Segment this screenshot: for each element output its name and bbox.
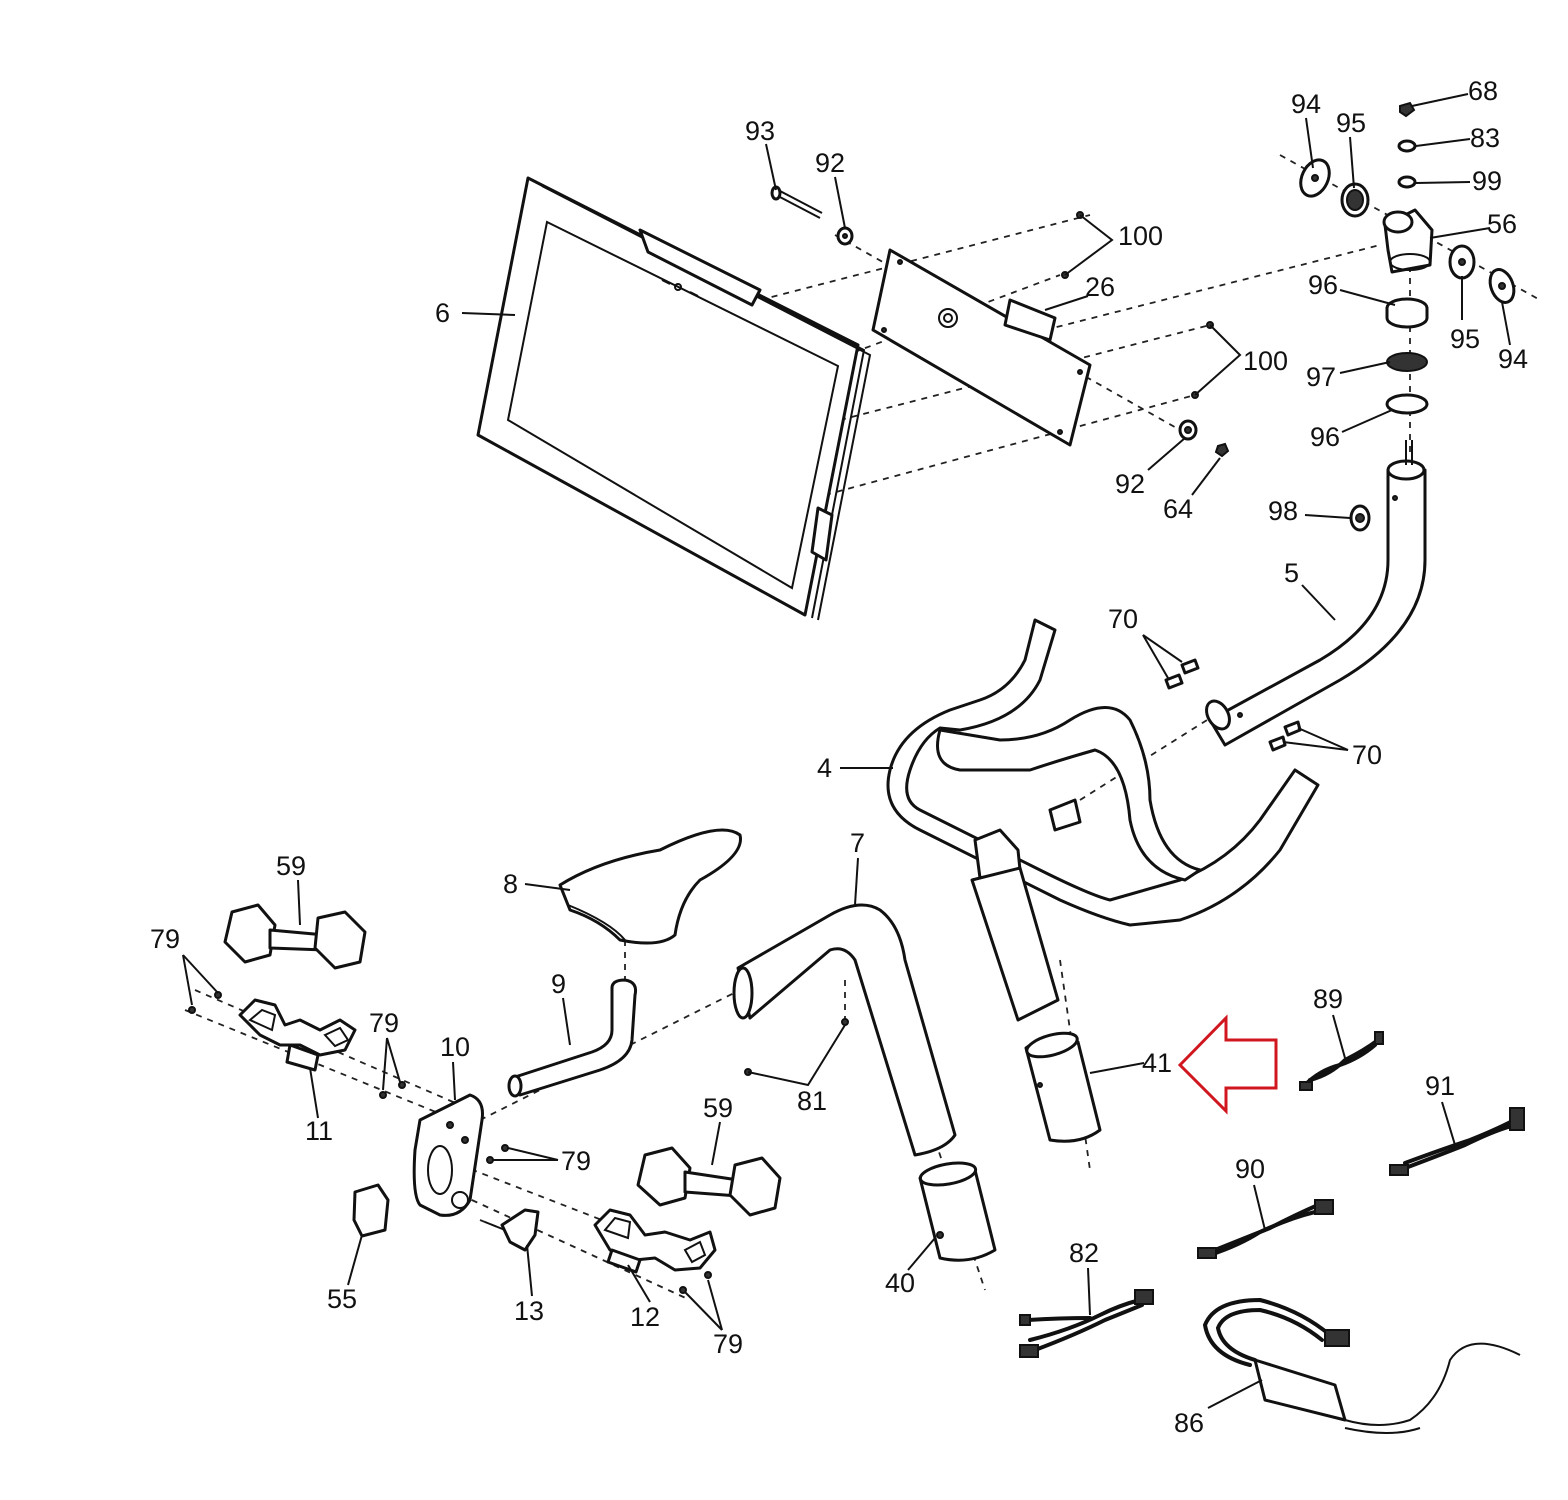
handlebar-part-4 xyxy=(886,618,1320,927)
label-70-lower: 70 xyxy=(1352,740,1382,770)
label-92-lower: 92 xyxy=(1115,469,1145,499)
nut-part-64 xyxy=(1214,442,1230,458)
seat-post-part-9 xyxy=(507,978,637,1098)
handlebar-post-part-5 xyxy=(1205,440,1427,747)
label-93: 93 xyxy=(745,116,775,146)
label-81: 81 xyxy=(797,1086,827,1116)
adjustment-knob-part-13 xyxy=(484,1208,540,1252)
label-79-bottom: 79 xyxy=(713,1329,743,1359)
label-8: 8 xyxy=(503,869,518,899)
highlight-arrow-part-41 xyxy=(1177,1014,1278,1115)
label-55: 55 xyxy=(327,1284,357,1314)
label-95-upper: 95 xyxy=(1336,108,1366,138)
label-83: 83 xyxy=(1470,123,1500,153)
label-96-lower: 96 xyxy=(1310,422,1340,452)
end-cap-part-55 xyxy=(352,1183,390,1238)
dumbbell-part-59-left xyxy=(223,903,367,970)
washer-part-92-upper xyxy=(836,226,854,246)
label-94-upper: 94 xyxy=(1291,89,1321,119)
label-40: 40 xyxy=(885,1268,915,1298)
power-adapter-part-86 xyxy=(1202,1297,1521,1434)
label-10: 10 xyxy=(440,1032,470,1062)
label-70-upper: 70 xyxy=(1108,604,1138,634)
label-96-upper: 96 xyxy=(1308,270,1338,300)
seat-part-8 xyxy=(558,828,742,945)
screws-part-100-lower xyxy=(1191,321,1214,399)
assembly-dashed-lines xyxy=(184,154,1541,1301)
label-79-left: 79 xyxy=(150,924,180,954)
part-number-labels: 93 92 100 26 6 94 95 68 83 99 56 96 95 9… xyxy=(150,76,1528,1438)
label-95-lower: 95 xyxy=(1450,324,1480,354)
label-41: 41 xyxy=(1142,1048,1172,1078)
washer-part-92-lower xyxy=(1178,419,1198,441)
bracket-plate-part-26 xyxy=(871,248,1092,447)
cable-part-82 xyxy=(1019,1289,1154,1358)
cable-part-91 xyxy=(1389,1107,1525,1176)
dumbbell-holder-part-11 xyxy=(238,998,357,1072)
label-99: 99 xyxy=(1472,166,1502,196)
label-6: 6 xyxy=(435,298,450,328)
label-11: 11 xyxy=(305,1116,333,1146)
label-86: 86 xyxy=(1174,1408,1204,1438)
label-98: 98 xyxy=(1268,496,1298,526)
label-13: 13 xyxy=(514,1296,544,1326)
label-90: 90 xyxy=(1235,1154,1265,1184)
bolts-part-70 xyxy=(1164,658,1302,752)
label-7: 7 xyxy=(850,828,865,858)
label-5: 5 xyxy=(1284,558,1299,588)
slide-tube-part-7 xyxy=(732,903,997,1262)
label-59-left: 59 xyxy=(276,851,306,881)
label-79-mid: 79 xyxy=(369,1008,399,1038)
label-26: 26 xyxy=(1085,272,1115,302)
label-68: 68 xyxy=(1468,76,1498,106)
label-56: 56 xyxy=(1487,209,1517,239)
label-92-upper: 92 xyxy=(815,148,845,178)
leader-lines xyxy=(182,93,1511,1409)
pivot-hardware xyxy=(1299,101,1516,532)
label-64: 64 xyxy=(1163,494,1193,524)
label-100-upper: 100 xyxy=(1118,221,1163,251)
label-4: 4 xyxy=(817,753,832,783)
label-91: 91 xyxy=(1425,1071,1455,1101)
label-12: 12 xyxy=(630,1302,660,1332)
cable-part-89 xyxy=(1299,1031,1384,1091)
dumbbell-part-59-right xyxy=(636,1146,782,1217)
label-9: 9 xyxy=(551,969,566,999)
lower-column-part-41 xyxy=(970,866,1102,1143)
screws-part-79 xyxy=(188,991,712,1294)
bolt-part-93 xyxy=(770,185,823,219)
label-89: 89 xyxy=(1313,984,1343,1014)
label-97: 97 xyxy=(1306,362,1336,392)
dumbbell-holder-part-12 xyxy=(593,1208,717,1274)
cable-part-90 xyxy=(1197,1199,1334,1259)
seat-bracket-part-10 xyxy=(412,1093,484,1217)
label-59-right: 59 xyxy=(703,1093,733,1123)
console-part-6 xyxy=(476,176,872,621)
label-94-lower: 94 xyxy=(1498,344,1528,374)
label-82: 82 xyxy=(1069,1238,1099,1268)
label-100-lower: 100 xyxy=(1243,346,1288,376)
label-79-right: 79 xyxy=(561,1146,591,1176)
